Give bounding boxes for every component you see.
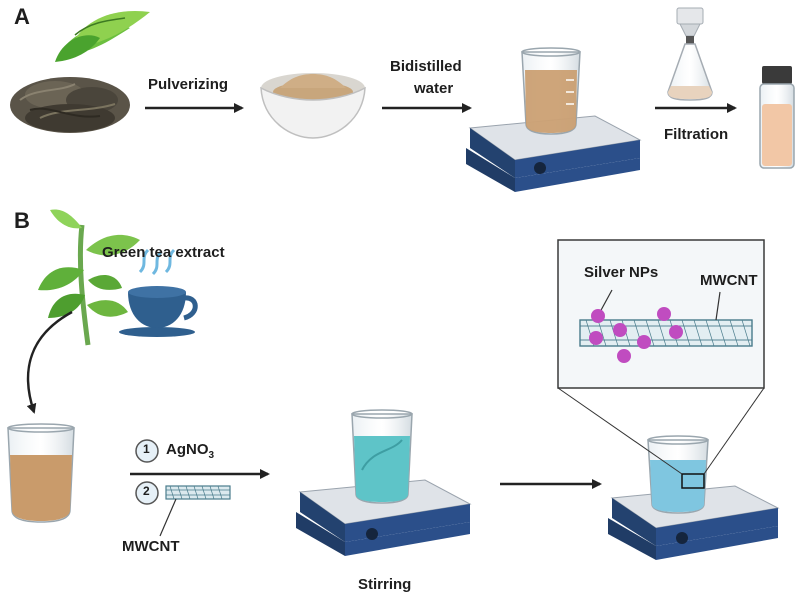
stirring-label: Stirring: [358, 576, 412, 593]
beaker-ag-mwcnt-product: [647, 435, 709, 514]
silver-np: [591, 309, 605, 323]
panel-a-label: A: [14, 4, 30, 29]
step-bidistilled-label-line1: Bidistilled: [390, 58, 462, 75]
zoom-line-left: [557, 387, 683, 475]
agno3-subscript: 3: [208, 450, 215, 461]
inset-silver-nps-label: Silver NPs: [584, 264, 659, 281]
green-tea-leaves-icon: [55, 10, 150, 62]
silver-np: [669, 325, 683, 339]
silver-np: [637, 335, 651, 349]
panel-b-label: B: [14, 208, 30, 233]
beaker-tea-infusion: [521, 47, 581, 135]
dried-tea-leaves-icon: [10, 77, 130, 133]
silver-np: [657, 307, 671, 321]
silver-np: [617, 349, 631, 363]
inset-mwcnt-label: MWCNT: [700, 272, 758, 289]
silver-np-particles: [589, 289, 683, 363]
silver-np: [589, 331, 603, 345]
green-tea-extract-label: Green tea extract: [102, 244, 225, 261]
zoom-region-box: [681, 473, 705, 489]
beaker-agno3-mwcnt: [351, 409, 413, 504]
powder-bowl-icon: [260, 73, 366, 139]
step-pulverizing-label: Pulverizing: [148, 76, 229, 93]
mwcnt-step-label: MWCNT: [122, 538, 180, 555]
step-2-marker: [135, 481, 159, 505]
step-bidistilled-label-line2: water: [414, 80, 454, 97]
tea-plant-icon: [38, 209, 140, 346]
arrow-plant-to-extract: [26, 310, 73, 414]
silver-np: [613, 323, 627, 337]
filtration-flask-icon: [667, 7, 713, 101]
agno3-text: AgNO: [166, 441, 209, 458]
step-filtration-label: Filtration: [664, 126, 729, 143]
extract-vial-icon: [759, 66, 795, 169]
step-1-reagent: AgNO3: [166, 441, 214, 461]
step-1-number: 1: [143, 442, 150, 456]
hot-plate-a: [466, 115, 642, 192]
tea-cup-icon: [119, 248, 198, 337]
nanotube-small-icon: [159, 485, 231, 537]
step-2-number: 2: [143, 484, 150, 498]
zoom-line-right: [703, 387, 765, 475]
step-1-marker: [135, 439, 159, 463]
beaker-green-tea-extract: [7, 423, 75, 523]
